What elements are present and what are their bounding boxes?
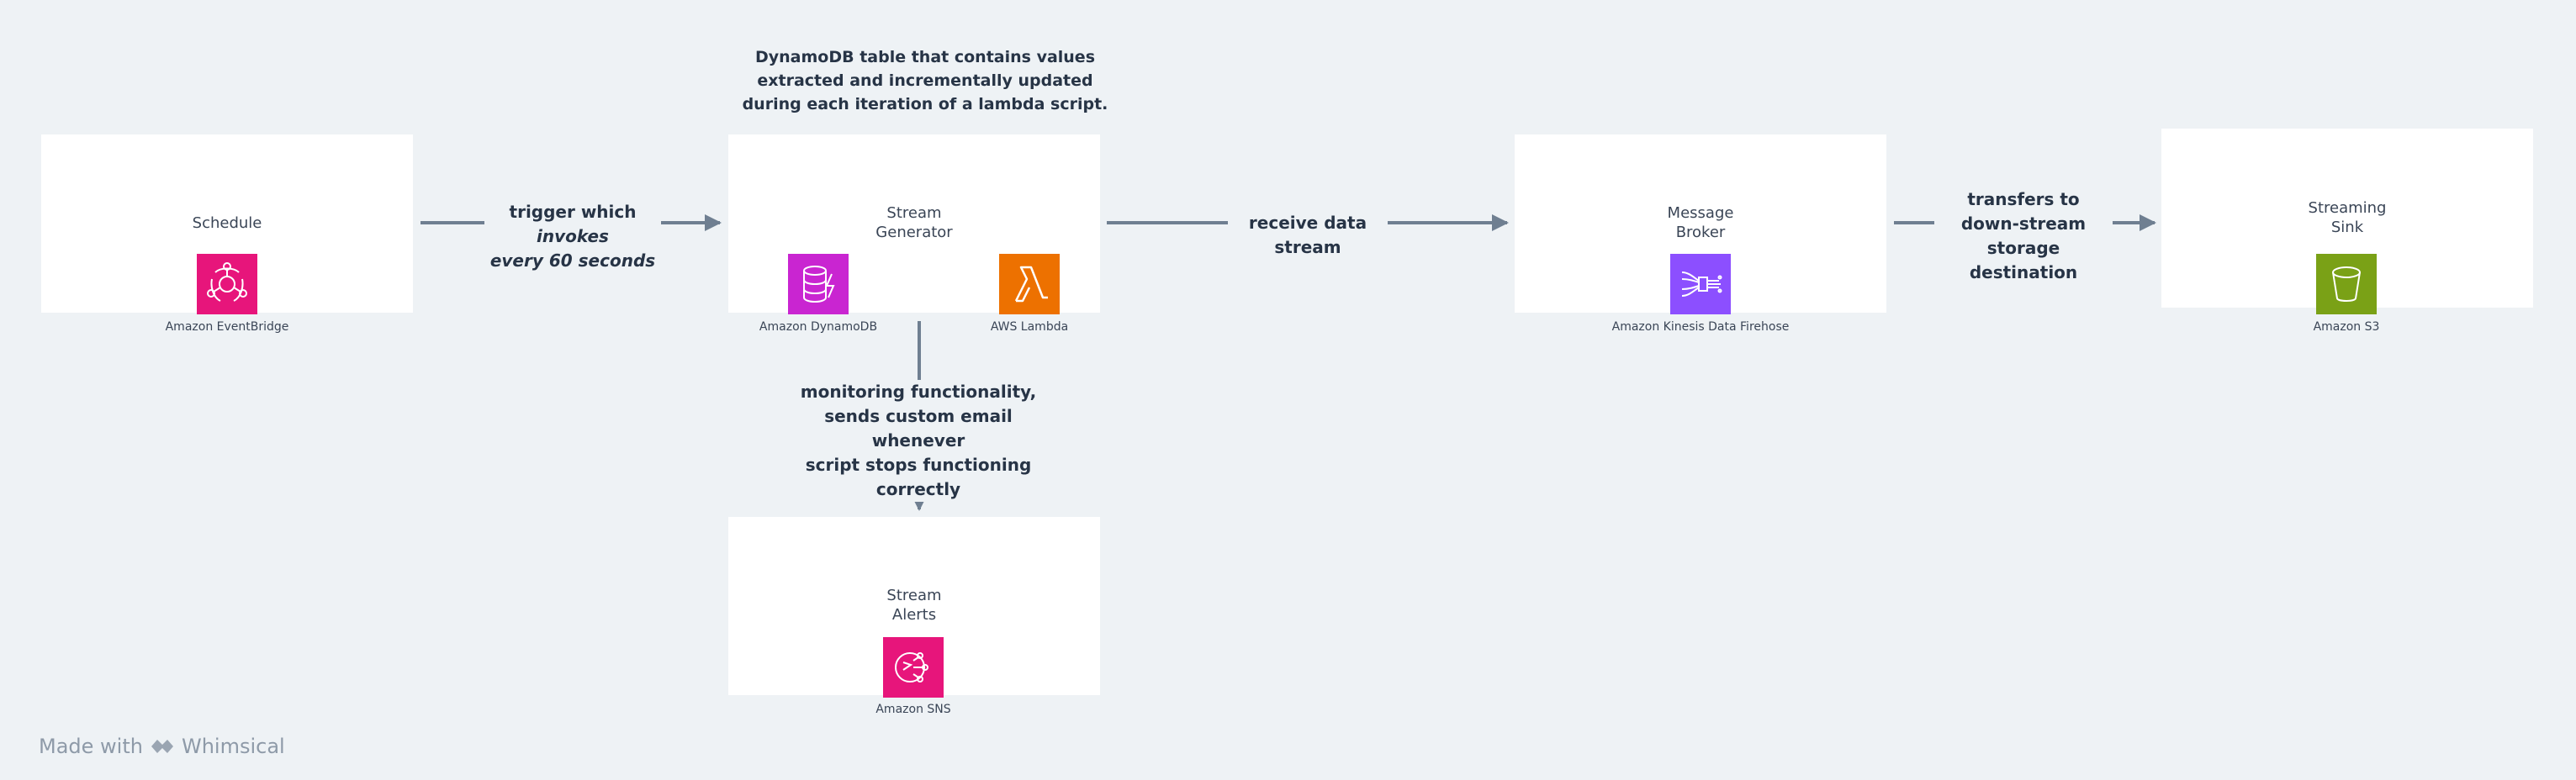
made-with-text: Made with: [39, 735, 143, 758]
whimsical-brand-text: Whimsical: [181, 735, 285, 758]
edge-label-receive: receive data stream: [1228, 211, 1388, 260]
whimsical-logo-icon: [150, 737, 175, 756]
node-title: Message Broker: [1667, 204, 1734, 241]
service-label-sns: Amazon SNS: [875, 703, 951, 716]
edge-label-transfer: transfers to down-stream storage destina…: [1934, 187, 2113, 285]
made-with-whimsical[interactable]: Made with Whimsical: [39, 735, 285, 758]
dynamodb-icon: [788, 254, 849, 314]
edge-label-trigger: trigger which invokes every 60 seconds: [484, 200, 661, 273]
edge-label-monitoring: monitoring functionality, sends custom e…: [775, 380, 1061, 502]
service-label-kinesis: Amazon Kinesis Data Firehose: [1611, 320, 1790, 334]
node-title: Streaming Sink: [2308, 199, 2387, 236]
service-label-dynamodb: Amazon DynamoDB: [759, 320, 878, 334]
dynamodb-note: DynamoDB table that contains values extr…: [742, 48, 1108, 113]
node-title: Stream Generator: [875, 204, 953, 241]
service-label-s3: Amazon S3: [2313, 320, 2380, 334]
service-label-lambda: AWS Lambda: [990, 320, 1069, 334]
sns-icon: [883, 637, 944, 698]
kinesis-firehose-icon: [1670, 254, 1731, 314]
node-title: Schedule: [192, 214, 262, 232]
s3-bucket-icon: [2316, 254, 2377, 314]
service-label-eventbridge: Amazon EventBridge: [165, 320, 289, 334]
node-title: Stream Alerts: [886, 587, 942, 624]
lambda-icon: [999, 254, 1060, 314]
eventbridge-icon: [197, 254, 257, 314]
